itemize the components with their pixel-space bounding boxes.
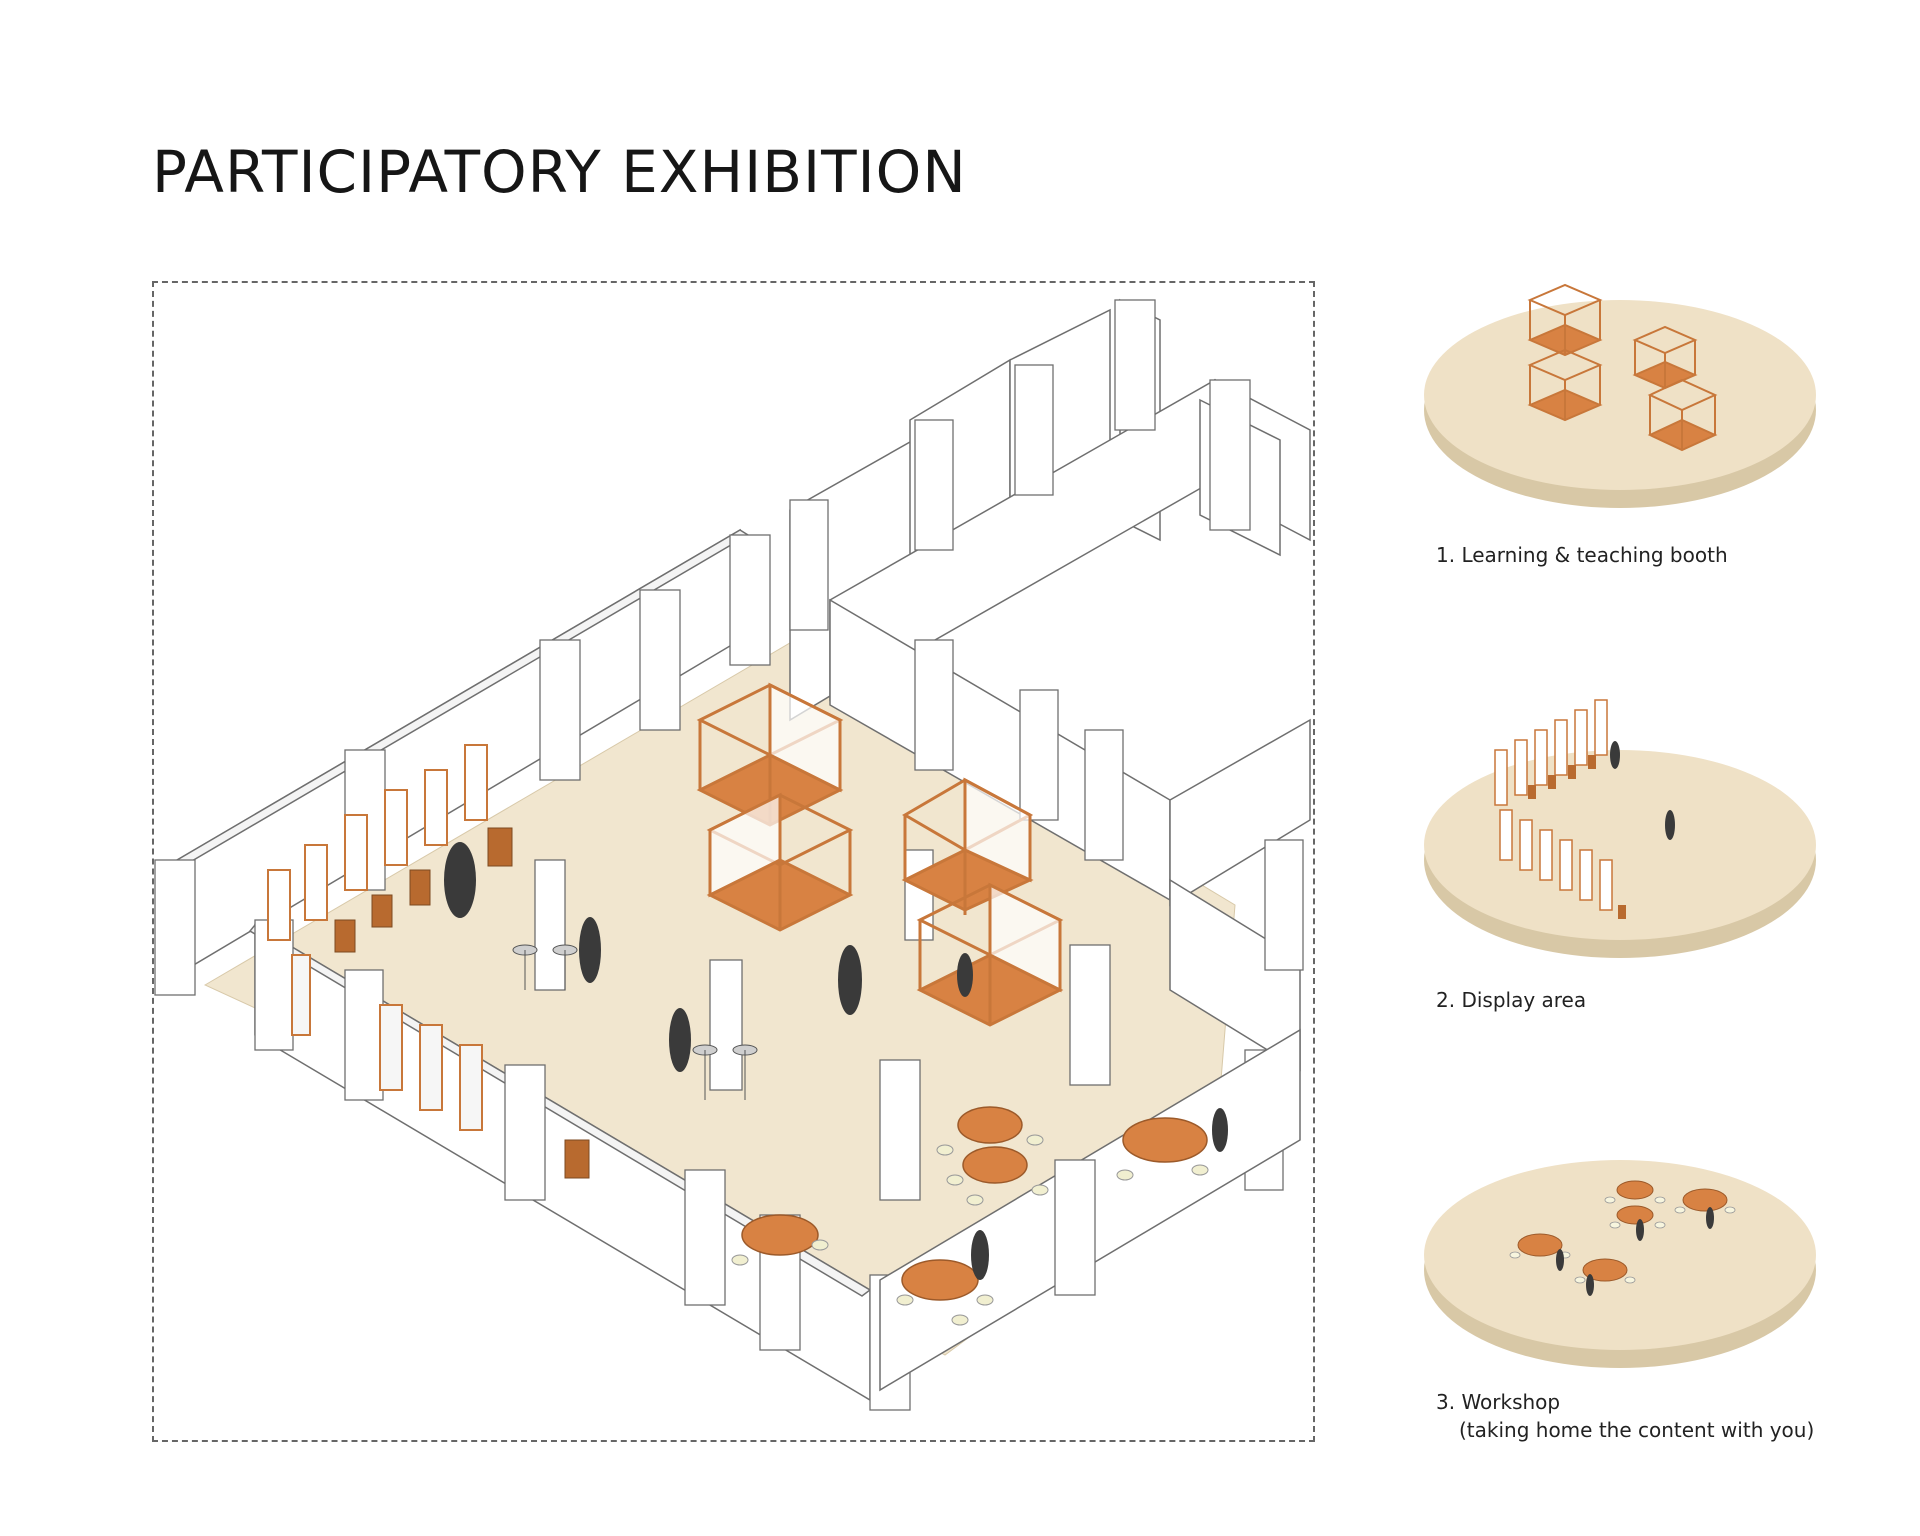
display-panels-back <box>267 744 488 941</box>
caption-workshop-note: (taking home the content with you) <box>1459 1418 1815 1442</box>
wall-pillars-front <box>254 919 911 1411</box>
booth-2 <box>706 792 854 932</box>
caption-booth: 1. Learning & teaching booth <box>1436 543 1728 567</box>
booth-3 <box>901 777 1034 915</box>
floor-columns <box>534 849 1111 1201</box>
workshop-vignette <box>1424 1160 1816 1368</box>
wall-pillars-upper <box>789 299 1251 631</box>
workshop-tables <box>741 1106 1208 1301</box>
booth-1 <box>696 682 844 827</box>
page-title: PARTICIPATORY EXHIBITION <box>152 138 967 206</box>
wall-pillars-front-right <box>1054 1159 1096 1296</box>
display-vignette <box>1424 699 1816 958</box>
workshop-stools <box>731 1134 1209 1326</box>
display-plinths <box>334 827 590 1179</box>
booth-4 <box>916 882 1064 1027</box>
caption-display: 2. Display area <box>1436 988 1587 1012</box>
bar-stools <box>512 944 758 1100</box>
booth-vignette <box>1424 283 1816 508</box>
caption-workshop: 3. Workshop <box>1436 1390 1561 1414</box>
axonometric-plan-frame <box>152 281 1315 1442</box>
display-panels-front <box>291 954 483 1131</box>
visitor-figures <box>444 842 1228 1280</box>
